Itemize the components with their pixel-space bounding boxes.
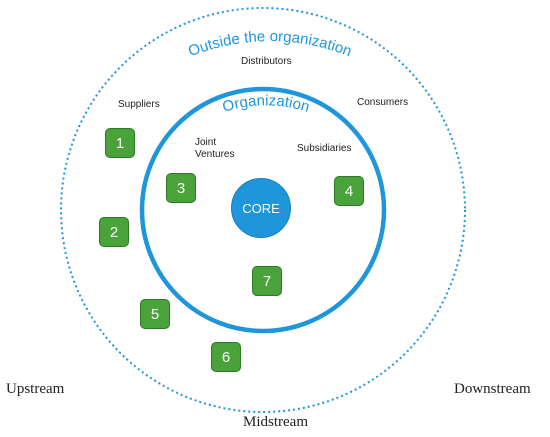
label-midstream: Midstream bbox=[243, 414, 308, 430]
box-3: 3 bbox=[166, 173, 196, 203]
label-distributors: Distributors bbox=[241, 56, 292, 67]
label-joint-ventures: Joint Ventures bbox=[195, 137, 234, 161]
label-joint-ventures-line1: Joint bbox=[195, 137, 217, 148]
core-circle: CORE bbox=[231, 178, 291, 238]
box-1: 1 bbox=[105, 128, 135, 158]
inner-title: Organization bbox=[221, 92, 312, 116]
outer-dotted-ring bbox=[60, 7, 466, 413]
label-joint-ventures-line2: Ventures bbox=[195, 149, 235, 160]
box-2: 2 bbox=[99, 217, 129, 247]
label-consumers: Consumers bbox=[357, 97, 409, 108]
box-4: 4 bbox=[334, 176, 364, 206]
box-7: 7 bbox=[252, 266, 282, 296]
label-downstream: Downstream bbox=[454, 381, 531, 397]
label-subsidiaries: Subsidiaries bbox=[297, 143, 352, 154]
label-suppliers: Suppliers bbox=[118, 99, 160, 110]
inner-organization-ring bbox=[139, 86, 387, 334]
box-6: 6 bbox=[211, 342, 241, 372]
box-5: 5 bbox=[140, 299, 170, 329]
label-upstream: Upstream bbox=[6, 381, 65, 397]
